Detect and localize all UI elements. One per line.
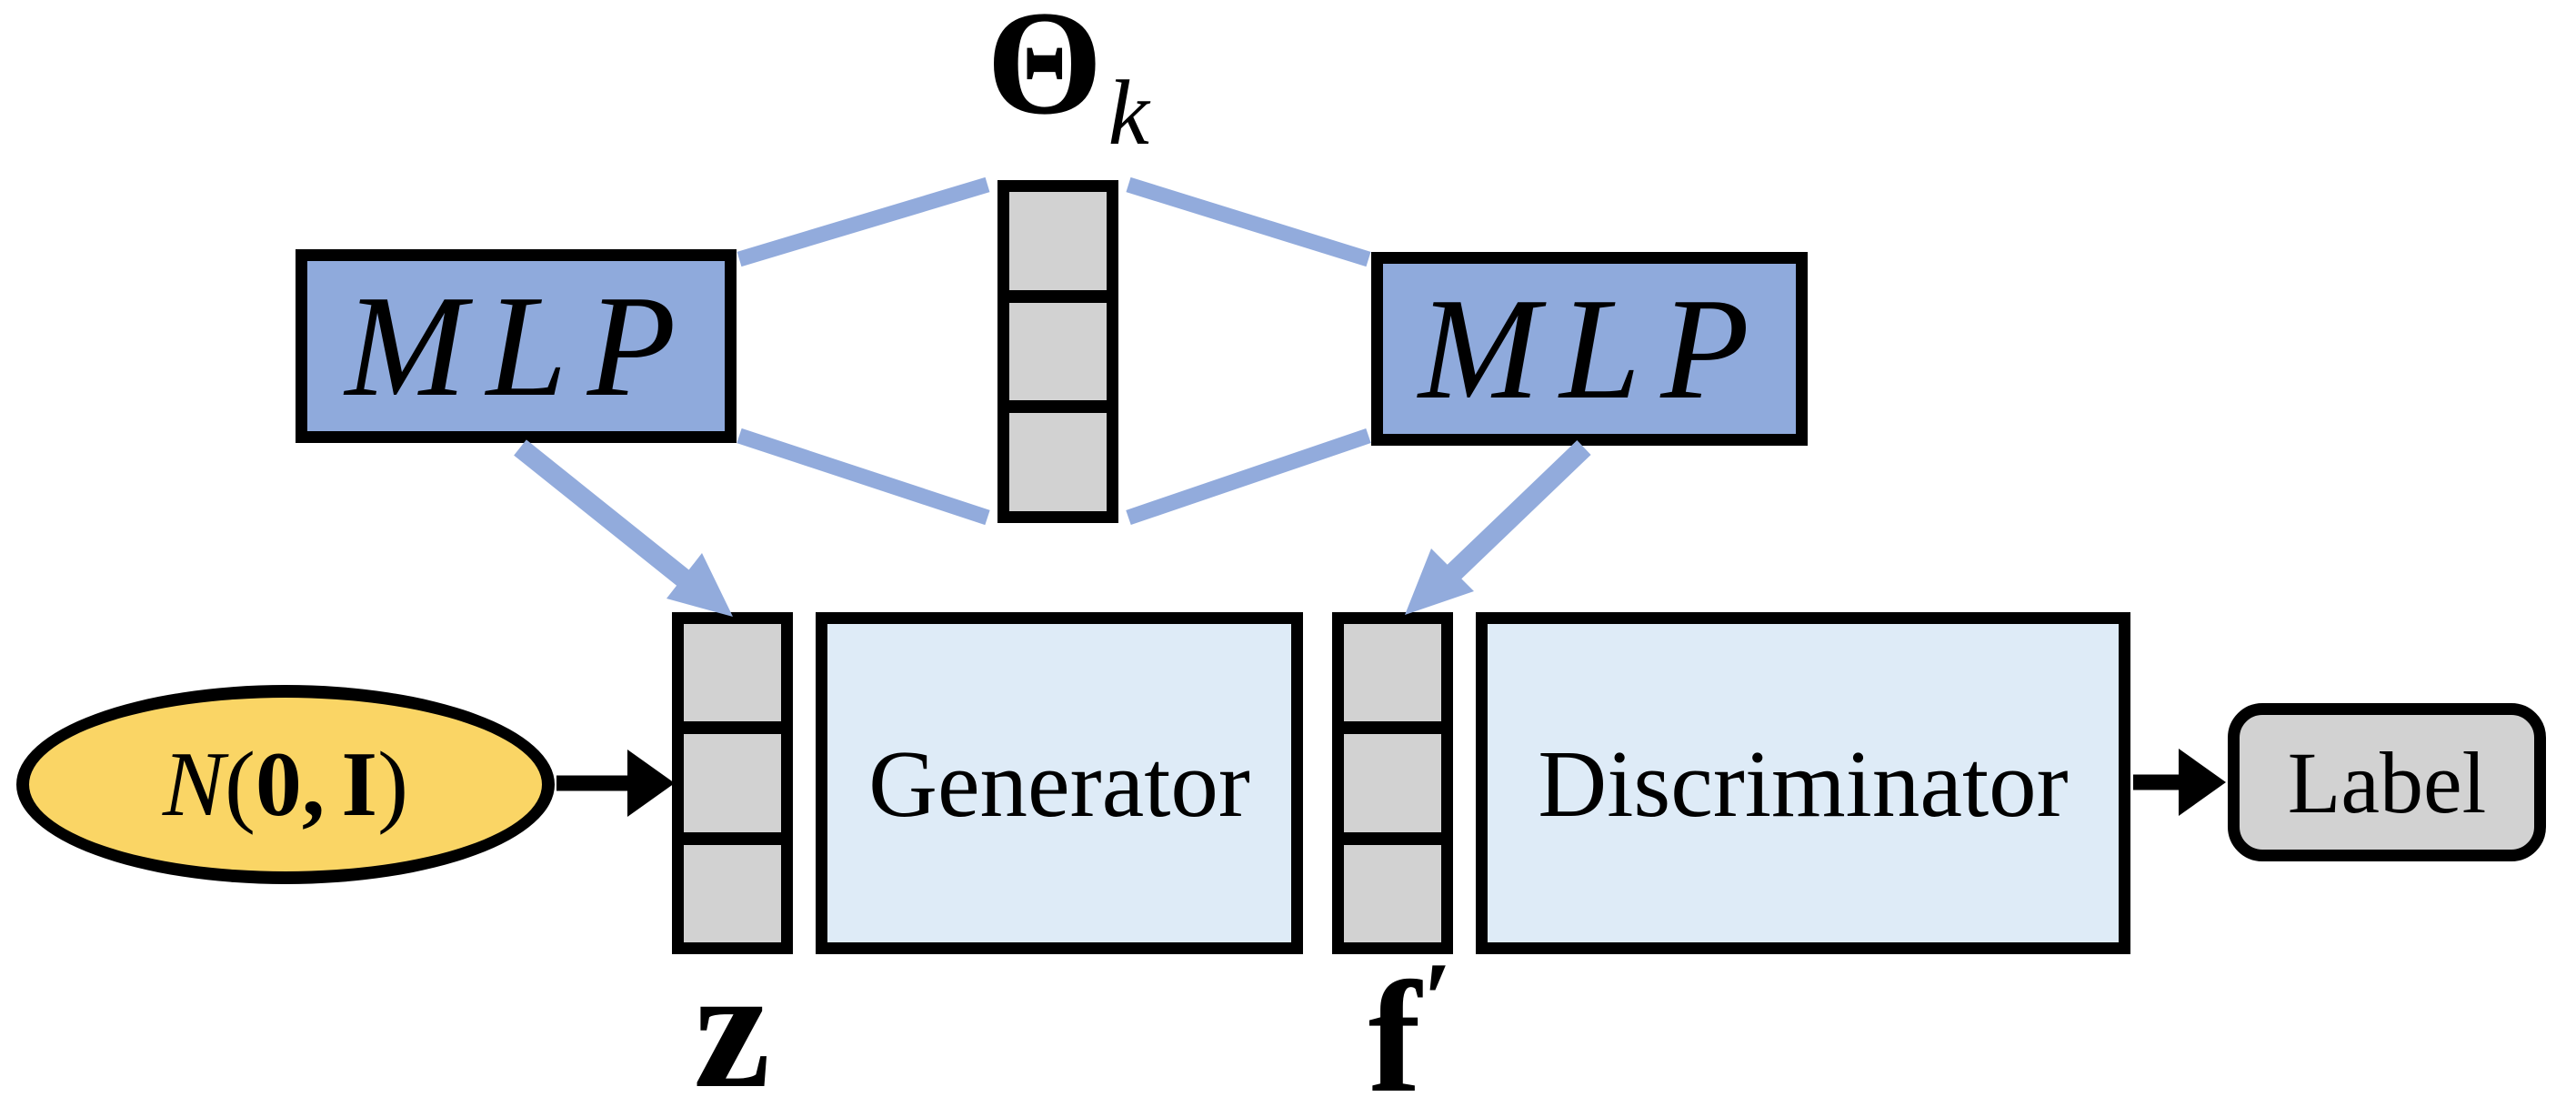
arrow-mlp-right-to-f-icon	[1405, 440, 1591, 615]
output-label-text: Label	[2287, 733, 2487, 831]
link-mlp-left-to-stack-bottom	[737, 428, 990, 526]
f-prime-vector-stack	[1332, 612, 1453, 954]
link-mlp-left-to-stack-top	[737, 176, 990, 267]
theta-subscript: k	[1108, 62, 1149, 165]
noise-close-paren: )	[377, 733, 409, 836]
output-label-box: Label	[2228, 703, 2546, 861]
discriminator-box: Discriminator	[1476, 612, 2130, 954]
mlp-left-box: MLP	[296, 249, 737, 443]
vector-cell	[1009, 192, 1107, 290]
noise-distribution-ellipse: N ( 0 , I )	[16, 685, 555, 884]
noise-open-paren: (	[224, 733, 256, 836]
parameter-vector-stack	[997, 180, 1118, 523]
vector-cell	[684, 624, 781, 722]
mlp-right-box: MLP	[1371, 252, 1808, 446]
noise-comma: ,	[301, 733, 326, 836]
noise-identity: I	[341, 733, 378, 836]
vector-cell	[684, 844, 781, 942]
theta-symbol: Θ	[987, 0, 1103, 146]
vector-cell	[1344, 624, 1441, 722]
arrow-mlp-left-to-z-icon	[514, 439, 733, 617]
vector-cell	[1344, 844, 1441, 942]
noise-n: N	[162, 733, 225, 836]
vector-cell	[1344, 734, 1441, 832]
mlp-left-label: MLP	[345, 265, 697, 427]
noise-zero: 0	[255, 733, 302, 836]
arrow-discriminator-to-label-icon	[2133, 749, 2226, 816]
vector-cell	[684, 734, 781, 832]
prime-mark: ′	[1422, 941, 1453, 1057]
z-vector-stack	[672, 612, 793, 954]
f-prime-symbol-label: f′	[1368, 941, 1453, 1117]
vector-cell	[1009, 302, 1107, 401]
arrow-noise-to-z-icon	[556, 750, 675, 817]
mlp-right-label: MLP	[1418, 267, 1769, 429]
z-symbol-label: z	[693, 933, 771, 1117]
theta-k-label: Θ k	[987, 0, 1149, 160]
vector-cell	[1009, 413, 1107, 511]
discriminator-label: Discriminator	[1538, 730, 2069, 837]
link-stack-bottom-to-mlp-right	[1126, 428, 1371, 526]
generator-box: Generator	[816, 612, 1303, 954]
generator-label: Generator	[868, 730, 1250, 837]
link-stack-top-to-mlp-right	[1126, 176, 1371, 267]
